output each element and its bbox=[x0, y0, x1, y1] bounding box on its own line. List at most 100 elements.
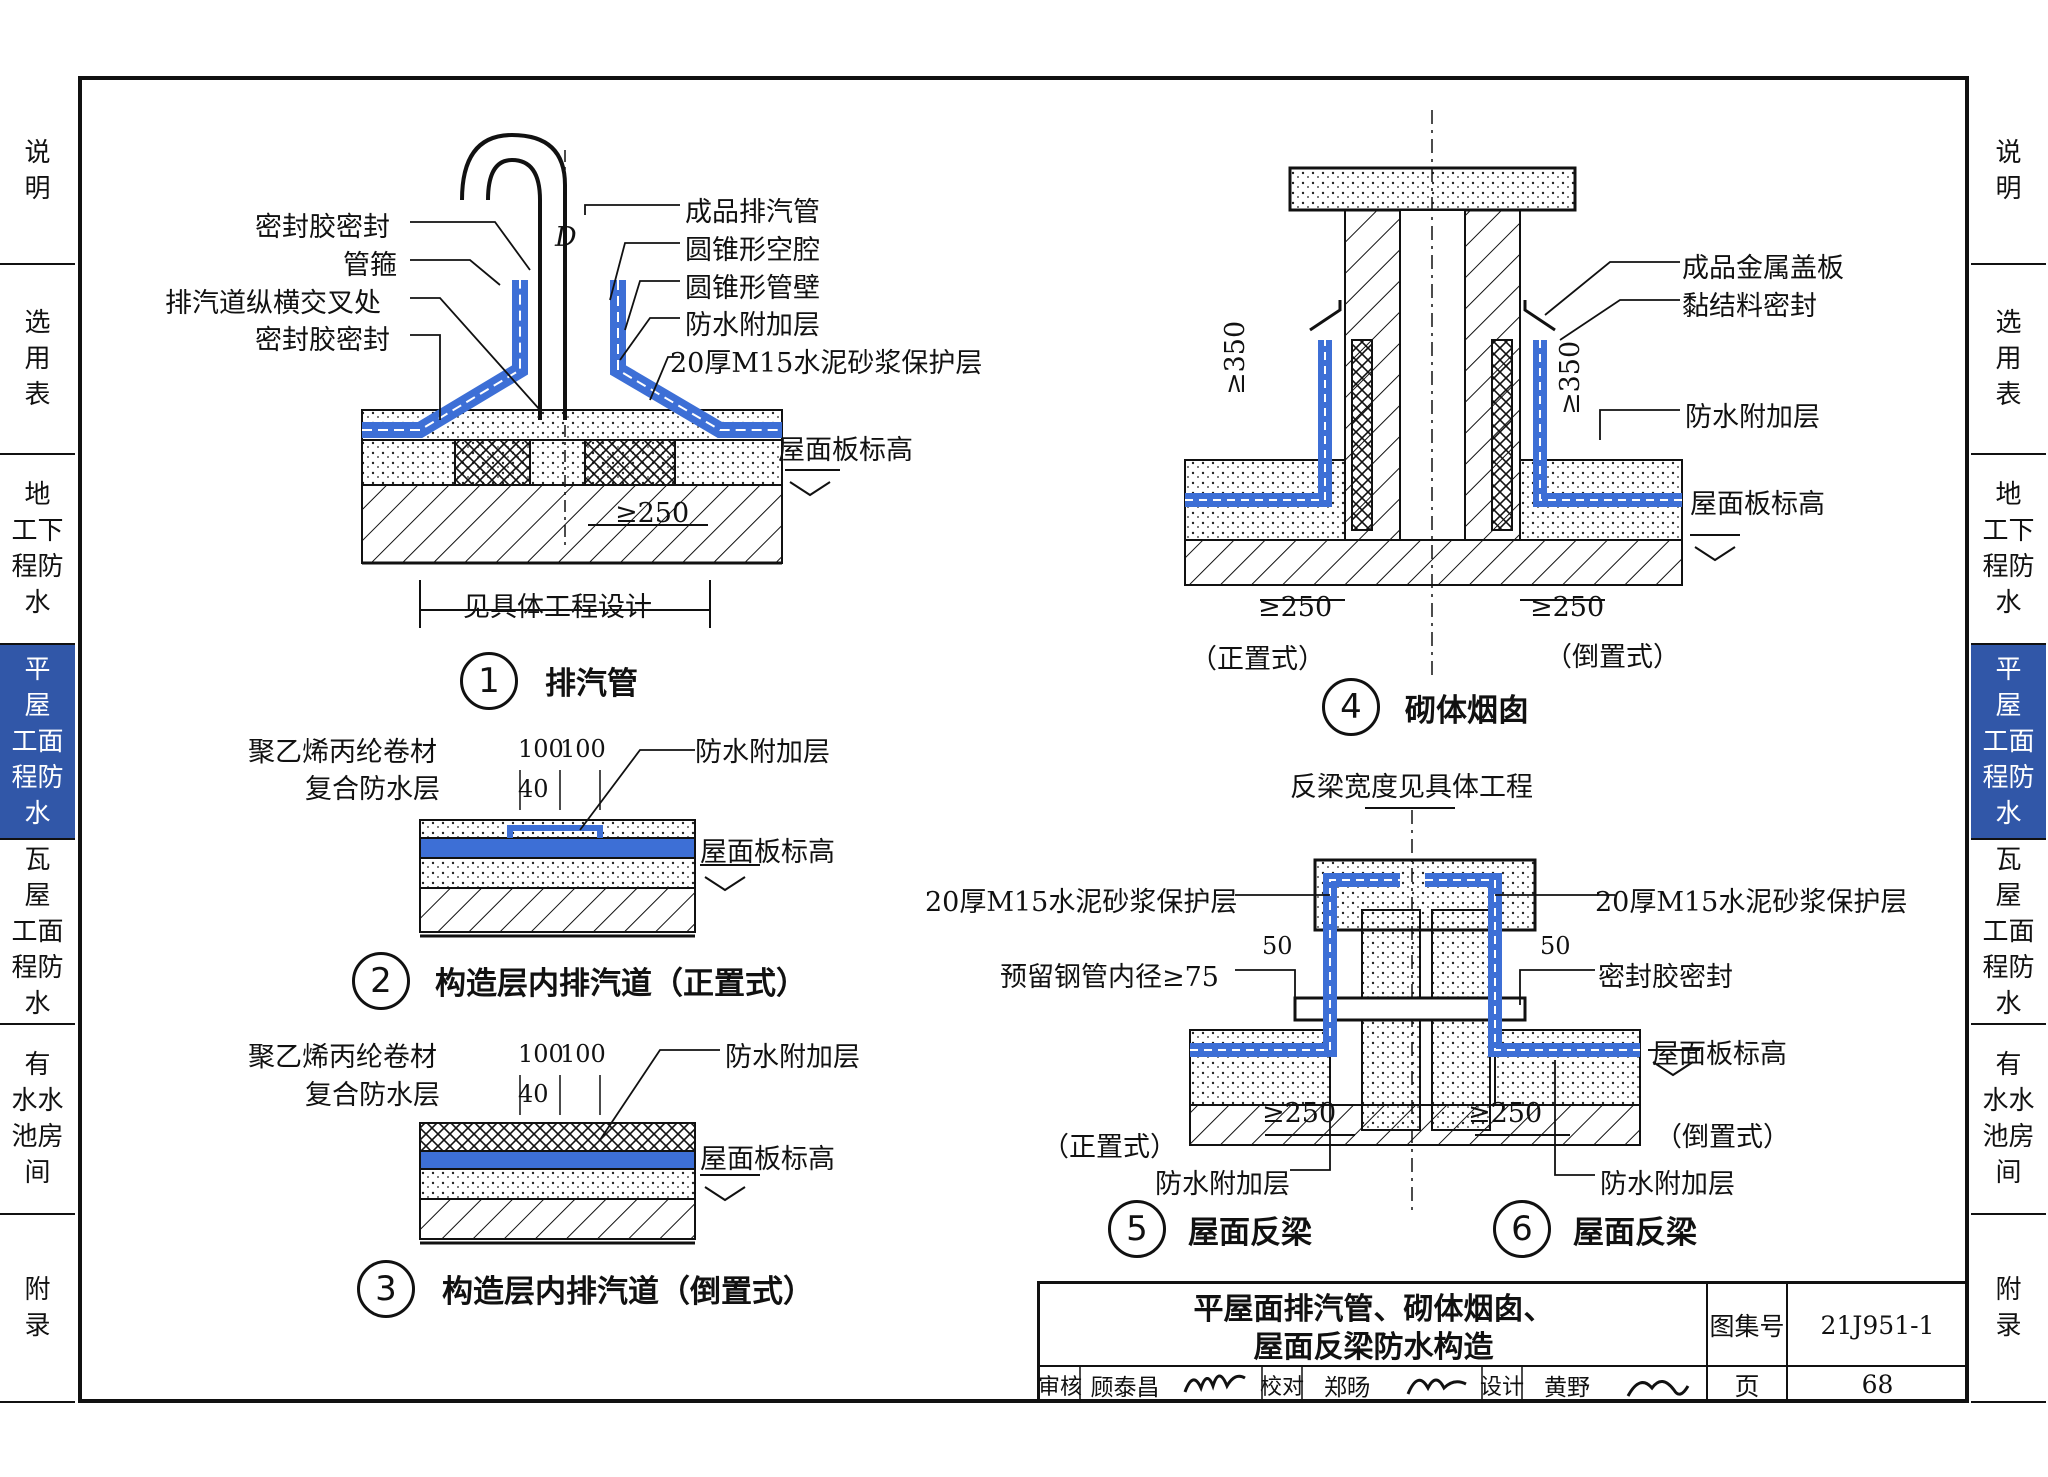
d2-dim-40: 40 bbox=[518, 775, 549, 803]
check-label: 校对 bbox=[1260, 1374, 1305, 1400]
right-tab-fulu[interactable]: 附 录 bbox=[1971, 1215, 2046, 1403]
d2-label-elevation: 屋面板标高 bbox=[700, 837, 835, 868]
diagram-4-masonry-chimney bbox=[1184, 110, 1740, 680]
d2-label-additional-layer: 防水附加层 bbox=[695, 737, 830, 768]
drawing-frame bbox=[78, 76, 1969, 1403]
right-tab-wawu[interactable]: 瓦 屋 工面 程防 水 bbox=[1971, 840, 2046, 1025]
tab-label: 有 水水 池房 间 bbox=[11, 1050, 64, 1188]
d56-label-beam-width: 反梁宽度见具体工程 bbox=[1290, 772, 1533, 803]
d1-label-exhaust-pipe: 成品排汽管 bbox=[685, 197, 820, 228]
title-block: 平屋面排汽管、砌体烟囱、 屋面反梁防水构造 图集号 21J951-1 页 68 … bbox=[1037, 1281, 1968, 1403]
title-line-2: 屋面反梁防水构造 bbox=[1253, 1330, 1494, 1365]
d2-dim-100a: 100 bbox=[518, 735, 564, 763]
tab-label: 说 明 bbox=[24, 137, 51, 204]
tab-label: 瓦 屋 工面 程防 水 bbox=[11, 844, 64, 1019]
left-tab-pingwu[interactable]: 平 屋 工面 程防 水 bbox=[0, 645, 75, 840]
d4-label-adhesive-seal: 黏结料密封 bbox=[1682, 291, 1817, 322]
leader-lines bbox=[410, 204, 1680, 1176]
right-tab-dixia[interactable]: 地 工下 程防 水 bbox=[1971, 455, 2046, 645]
tab-label: 说 明 bbox=[1995, 137, 2022, 204]
d1-label-conical-wall: 圆锥形管壁 bbox=[685, 273, 820, 304]
left-tab-dixia[interactable]: 地 工下 程防 水 bbox=[0, 455, 75, 645]
designer-name: 黄野 bbox=[1544, 1374, 1590, 1401]
tab-label: 选 用 表 bbox=[1995, 308, 2022, 410]
page-label: 页 bbox=[1734, 1371, 1760, 1401]
tab-label: 平 屋 工面 程防 水 bbox=[11, 654, 64, 829]
d2-label-composite: 复合防水层 bbox=[305, 774, 440, 805]
d4-dim-350-right: ≥350 bbox=[1555, 340, 1586, 415]
d4-caption: 砌体烟囱 bbox=[1405, 693, 1529, 729]
d3-dim-100a: 100 bbox=[518, 1040, 564, 1068]
d6-caption: 屋面反梁 bbox=[1573, 1215, 1697, 1251]
atlas-number-label: 图集号 bbox=[1709, 1312, 1785, 1341]
d1-dim-250: ≥250 bbox=[615, 498, 690, 529]
d4-dim-250-right: ≥250 bbox=[1530, 592, 1605, 623]
d4-type-left: （正置式） bbox=[1190, 644, 1325, 675]
d3-caption-number: 3 bbox=[357, 1260, 415, 1318]
d3-label-elevation: 屋面板标高 bbox=[700, 1144, 835, 1175]
reviewer-name: 顾泰昌 bbox=[1090, 1374, 1160, 1401]
tab-label: 附 录 bbox=[1995, 1275, 2022, 1341]
d1-label-sealant-top: 密封胶密封 bbox=[255, 212, 390, 243]
d4-caption-number: 4 bbox=[1322, 678, 1380, 736]
tab-label: 瓦 屋 工面 程防 水 bbox=[1982, 844, 2035, 1019]
d56-label-sealant: 密封胶密封 bbox=[1598, 962, 1733, 993]
d5-caption: 屋面反梁 bbox=[1188, 1215, 1312, 1251]
tab-label: 平 屋 工面 程防 水 bbox=[1982, 654, 2035, 829]
left-tab-youshui[interactable]: 有 水水 池房 间 bbox=[0, 1025, 75, 1215]
d4-label-elevation: 屋面板标高 bbox=[1690, 489, 1825, 520]
d1-label-sealant-bottom: 密封胶密封 bbox=[255, 325, 390, 356]
tab-label: 地 工下 程防 水 bbox=[1982, 480, 2035, 618]
d5-caption-number: 5 bbox=[1108, 1200, 1166, 1258]
d1-label-pipe-clamp: 管箍 bbox=[343, 250, 397, 281]
tab-label: 附 录 bbox=[24, 1275, 51, 1341]
d56-label-additional-right: 防水附加层 bbox=[1600, 1169, 1735, 1200]
diagram-5-6-upturned-beam bbox=[1189, 807, 1700, 1210]
d4-type-right: （倒置式） bbox=[1545, 642, 1680, 673]
left-tab-shuoming[interactable]: 说 明 bbox=[0, 78, 75, 265]
d3-label-composite: 复合防水层 bbox=[305, 1080, 440, 1111]
left-tab-fulu[interactable]: 附 录 bbox=[0, 1215, 75, 1403]
d4-dim-350-left: ≥350 bbox=[1220, 320, 1251, 395]
right-tab-shuoming[interactable]: 说 明 bbox=[1971, 78, 2046, 265]
d2-dim-100b: 100 bbox=[560, 735, 606, 763]
tab-label: 选 用 表 bbox=[24, 308, 51, 410]
right-tab-youshui[interactable]: 有 水水 池房 间 bbox=[1971, 1025, 2046, 1215]
d6-caption-number: 6 bbox=[1493, 1200, 1551, 1258]
d56-label-elevation: 屋面板标高 bbox=[1652, 1039, 1787, 1070]
d1-caption-number: 1 bbox=[460, 652, 518, 710]
d56-type-right: （倒置式） bbox=[1655, 1122, 1790, 1153]
d1-label-protective-mortar: 20厚M15水泥砂浆保护层 bbox=[670, 348, 983, 379]
d56-label-mortar-left: 20厚M15水泥砂浆保护层 bbox=[925, 887, 1238, 918]
d2-caption-number: 2 bbox=[352, 952, 410, 1010]
diagram-2-vent-channel-normal bbox=[419, 770, 760, 938]
d56-label-additional-left: 防水附加层 bbox=[1155, 1169, 1290, 1200]
d56-label-mortar-right: 20厚M15水泥砂浆保护层 bbox=[1595, 887, 1908, 918]
right-tab-pingwu[interactable]: 平 屋 工面 程防 水 bbox=[1971, 645, 2046, 840]
d3-dim-100b: 100 bbox=[560, 1040, 606, 1068]
d1-label-elevation: 屋面板标高 bbox=[778, 435, 913, 466]
d56-dim-50-right: 50 bbox=[1540, 932, 1571, 960]
d56-dim-250-left: ≥250 bbox=[1262, 1098, 1337, 1129]
review-label: 审核 bbox=[1038, 1374, 1083, 1400]
d4-label-metal-cover: 成品金属盖板 bbox=[1682, 253, 1844, 284]
d3-label-membrane: 聚乙烯丙纶卷材 bbox=[248, 1042, 437, 1073]
tab-label: 有 水水 池房 间 bbox=[1982, 1050, 2035, 1188]
d3-label-additional-layer: 防水附加层 bbox=[725, 1042, 860, 1073]
diagram-3-vent-channel-inverted bbox=[419, 1075, 760, 1245]
d1-pipe-diameter: D bbox=[555, 222, 577, 253]
d56-label-steel-pipe: 预留钢管内径≥75 bbox=[1000, 962, 1219, 993]
d56-dim-250-right: ≥250 bbox=[1468, 1098, 1543, 1129]
checker-name: 郑旸 bbox=[1324, 1374, 1370, 1401]
d56-type-left: （正置式） bbox=[1042, 1132, 1177, 1163]
atlas-number: 21J951-1 bbox=[1820, 1310, 1935, 1340]
left-tab-xuanyongbiao[interactable]: 选 用 表 bbox=[0, 265, 75, 455]
d4-dim-250-left: ≥250 bbox=[1258, 592, 1333, 623]
right-tab-xuanyongbiao[interactable]: 选 用 表 bbox=[1971, 265, 2046, 455]
diagram-1-exhaust-pipe bbox=[361, 132, 840, 628]
tab-label: 地 工下 程防 水 bbox=[11, 480, 64, 618]
d1-dim-design: 见具体工程设计 bbox=[463, 592, 652, 623]
left-tab-wawu[interactable]: 瓦 屋 工面 程防 水 bbox=[0, 840, 75, 1025]
d1-label-conical-cavity: 圆锥形空腔 bbox=[685, 235, 820, 266]
d3-caption: 构造层内排汽道（倒置式） bbox=[442, 1274, 814, 1310]
